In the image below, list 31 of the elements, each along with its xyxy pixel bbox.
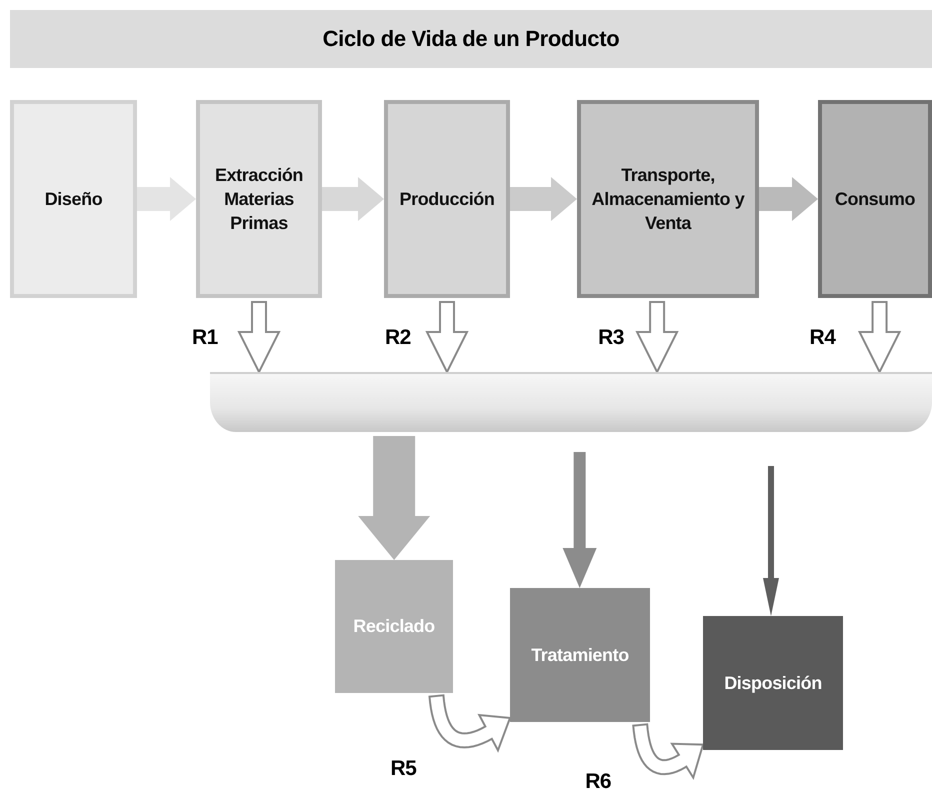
arrow bbox=[858, 301, 902, 374]
box-label: Transporte, Almacenamiento y Venta bbox=[590, 164, 746, 236]
arrow bbox=[562, 452, 597, 588]
process-box bbox=[703, 616, 843, 750]
process-box bbox=[384, 100, 510, 298]
box-label: Producción bbox=[399, 188, 494, 211]
arrow bbox=[759, 177, 818, 221]
box-label: Consumo bbox=[834, 188, 916, 211]
process-box bbox=[10, 100, 137, 298]
arrow bbox=[237, 301, 281, 374]
box-label: Tratamiento bbox=[531, 644, 629, 667]
process-box bbox=[335, 560, 453, 693]
process-box bbox=[818, 100, 932, 298]
process-box bbox=[196, 100, 322, 298]
arrow bbox=[763, 466, 779, 616]
arrow bbox=[137, 177, 196, 221]
arrow bbox=[425, 301, 469, 374]
arrow bbox=[510, 177, 577, 221]
process-box bbox=[577, 100, 759, 298]
arrow bbox=[632, 723, 704, 780]
box-label: Disposición bbox=[724, 672, 822, 695]
diagram-title: Ciclo de Vida de un Producto bbox=[322, 26, 620, 52]
arrow bbox=[358, 436, 430, 560]
box-label: Reciclado bbox=[353, 615, 435, 638]
box-label: Extracción Materias Primas bbox=[214, 164, 304, 236]
arrow bbox=[635, 301, 679, 374]
box-label: Diseño bbox=[44, 188, 102, 211]
process-box bbox=[510, 588, 650, 722]
collection-tray bbox=[210, 372, 932, 432]
arrow bbox=[322, 177, 384, 221]
arrow bbox=[428, 694, 512, 753]
